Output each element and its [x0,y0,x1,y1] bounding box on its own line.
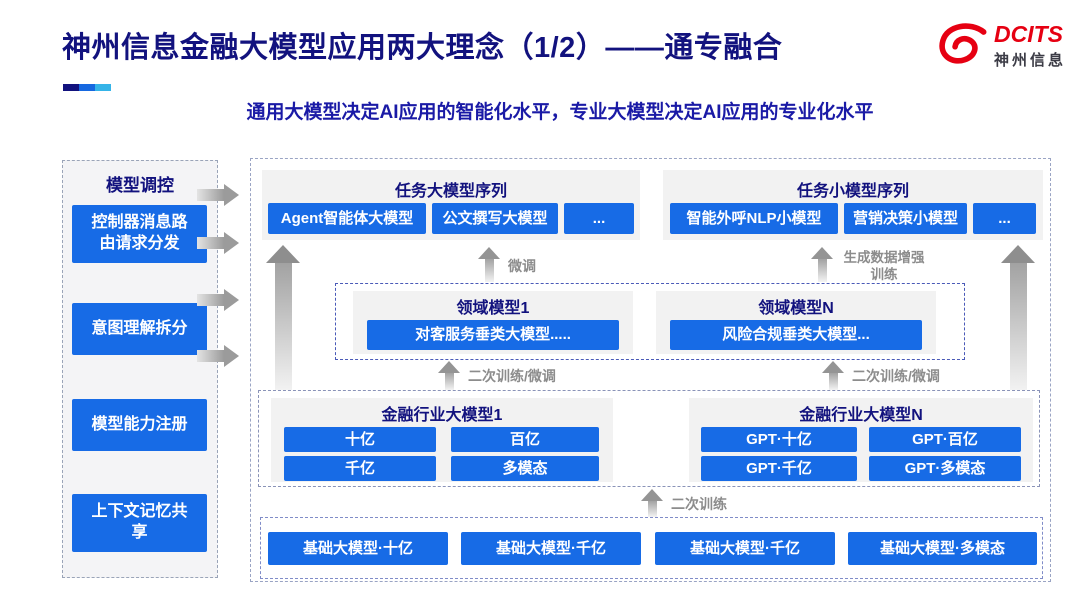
gendata-arrow-up-icon [811,247,833,282]
logo-brand-text: DCITS [994,21,1063,47]
chip-agent-model: Agent智能体大模型 [268,203,426,234]
secondary-training-arrow-icon [641,489,663,517]
secondary-ft-arrow-right-icon [822,361,844,390]
chip-gpt-multimodal: GPT·多模态 [869,456,1021,481]
flow-arrow-right-icon [197,184,239,206]
secondary-ft-arrow-left-icon [438,361,460,390]
accent-segment-navy [63,84,79,91]
chip-outbound-nlp-model: 智能外呼NLP小模型 [670,203,838,234]
dcits-logo: DCITS 神州信息 [936,22,1066,70]
logo-brand-cn: 神州信息 [994,52,1067,70]
tall-arrow-up-left-icon [266,245,300,392]
secondary-ft-label-left: 二次训练/微调 [468,368,556,384]
secondary-training-label: 二次训练 [671,496,727,512]
sidebar-title: 模型调控 [106,176,174,195]
domain-panel-n: 领域模型N 风险合规垂类大模型... [656,291,936,354]
sidebar-item-intent-split: 意图理解拆分 [72,303,207,355]
domain-title-n: 领域模型N [758,300,834,317]
flow-arrow-right-icon [197,289,239,311]
chip-multimodal: 多模态 [451,456,599,481]
chip-1b: 十亿 [284,427,436,452]
sidebar-model-control: 模型调控 控制器消息路由请求分发 意图理解拆分 模型能力注册 上下文记忆共享 [62,160,218,578]
flow-arrow-right-icon [197,345,239,367]
secondary-ft-label-right: 二次训练/微调 [852,368,940,384]
title-accent-bar [63,84,111,91]
chip-gpt-1b: GPT·十亿 [701,427,857,452]
sidebar-item-context-memory: 上下文记忆共享 [72,494,207,552]
flow-arrow-right-icon [197,232,239,254]
page-title: 神州信息金融大模型应用两大理念（1/2）——通专融合 [62,32,783,64]
chip-document-writing-model: 公文撰写大模型 [432,203,558,234]
chip-base-multimodal: 基础大模型·多模态 [848,532,1037,565]
gendata-training-label: 生成数据增强训练 [843,250,925,282]
industry-title-1: 金融行业大模型1 [381,407,503,424]
industry-panel-n: 金融行业大模型N GPT·十亿 GPT·百亿 GPT·千亿 GPT·多模态 [689,398,1033,482]
chip-more-large-models: ... [564,203,634,234]
tall-arrow-up-right-icon [1001,245,1035,392]
sidebar-item-capability-registry: 模型能力注册 [72,399,207,451]
dcits-swirl-icon [939,23,987,64]
sidebar-item-message-router: 控制器消息路由请求分发 [72,205,207,263]
domain-panel-1: 领域模型1 对客服务垂类大模型..... [353,291,633,354]
chip-more-small-models: ... [973,203,1036,234]
chip-100b: 千亿 [284,456,436,481]
industry-title-n: 金融行业大模型N [799,407,923,424]
chip-base-100b-1: 基础大模型·千亿 [461,532,641,565]
chip-gpt-10b: GPT·百亿 [869,427,1021,452]
chip-marketing-decision-model: 营销决策小模型 [844,203,967,234]
logo-text: DCITS 神州信息 [994,22,1066,70]
chip-base-1b: 基础大模型·十亿 [268,532,448,565]
task-large-title: 任务大模型序列 [394,183,507,200]
industry-models-container: 金融行业大模型1 十亿 百亿 千亿 多模态 金融行业大模型N GPT·十亿 GP… [258,390,1040,487]
accent-segment-blue [79,84,95,91]
task-large-panel: 任务大模型序列 Agent智能体大模型 公文撰写大模型 ... [262,170,640,240]
page-subtitle: 通用大模型决定AI应用的智能化水平，专业大模型决定AI应用的专业化水平 [246,102,874,123]
accent-segment-cyan [95,84,111,91]
base-models-container: 基础大模型·十亿 基础大模型·千亿 基础大模型·千亿 基础大模型·多模态 [260,517,1043,579]
chip-customer-service-model: 对客服务垂类大模型..... [367,320,619,350]
task-small-title: 任务小模型序列 [796,183,909,200]
chip-gpt-100b: GPT·千亿 [701,456,857,481]
chip-10b: 百亿 [451,427,599,452]
task-small-panel: 任务小模型序列 智能外呼NLP小模型 营销决策小模型 ... [663,170,1043,240]
main-outer-container [250,158,1051,582]
finetune-label: 微调 [508,258,536,274]
domain-title-1: 领域模型1 [456,300,530,317]
chip-base-100b-2: 基础大模型·千亿 [655,532,835,565]
chip-risk-compliance-model: 风险合规垂类大模型... [670,320,922,350]
domain-models-container: 领域模型1 对客服务垂类大模型..... 领域模型N 风险合规垂类大模型... [335,283,965,360]
finetune-arrow-up-icon [478,247,500,282]
industry-panel-1: 金融行业大模型1 十亿 百亿 千亿 多模态 [271,398,613,482]
